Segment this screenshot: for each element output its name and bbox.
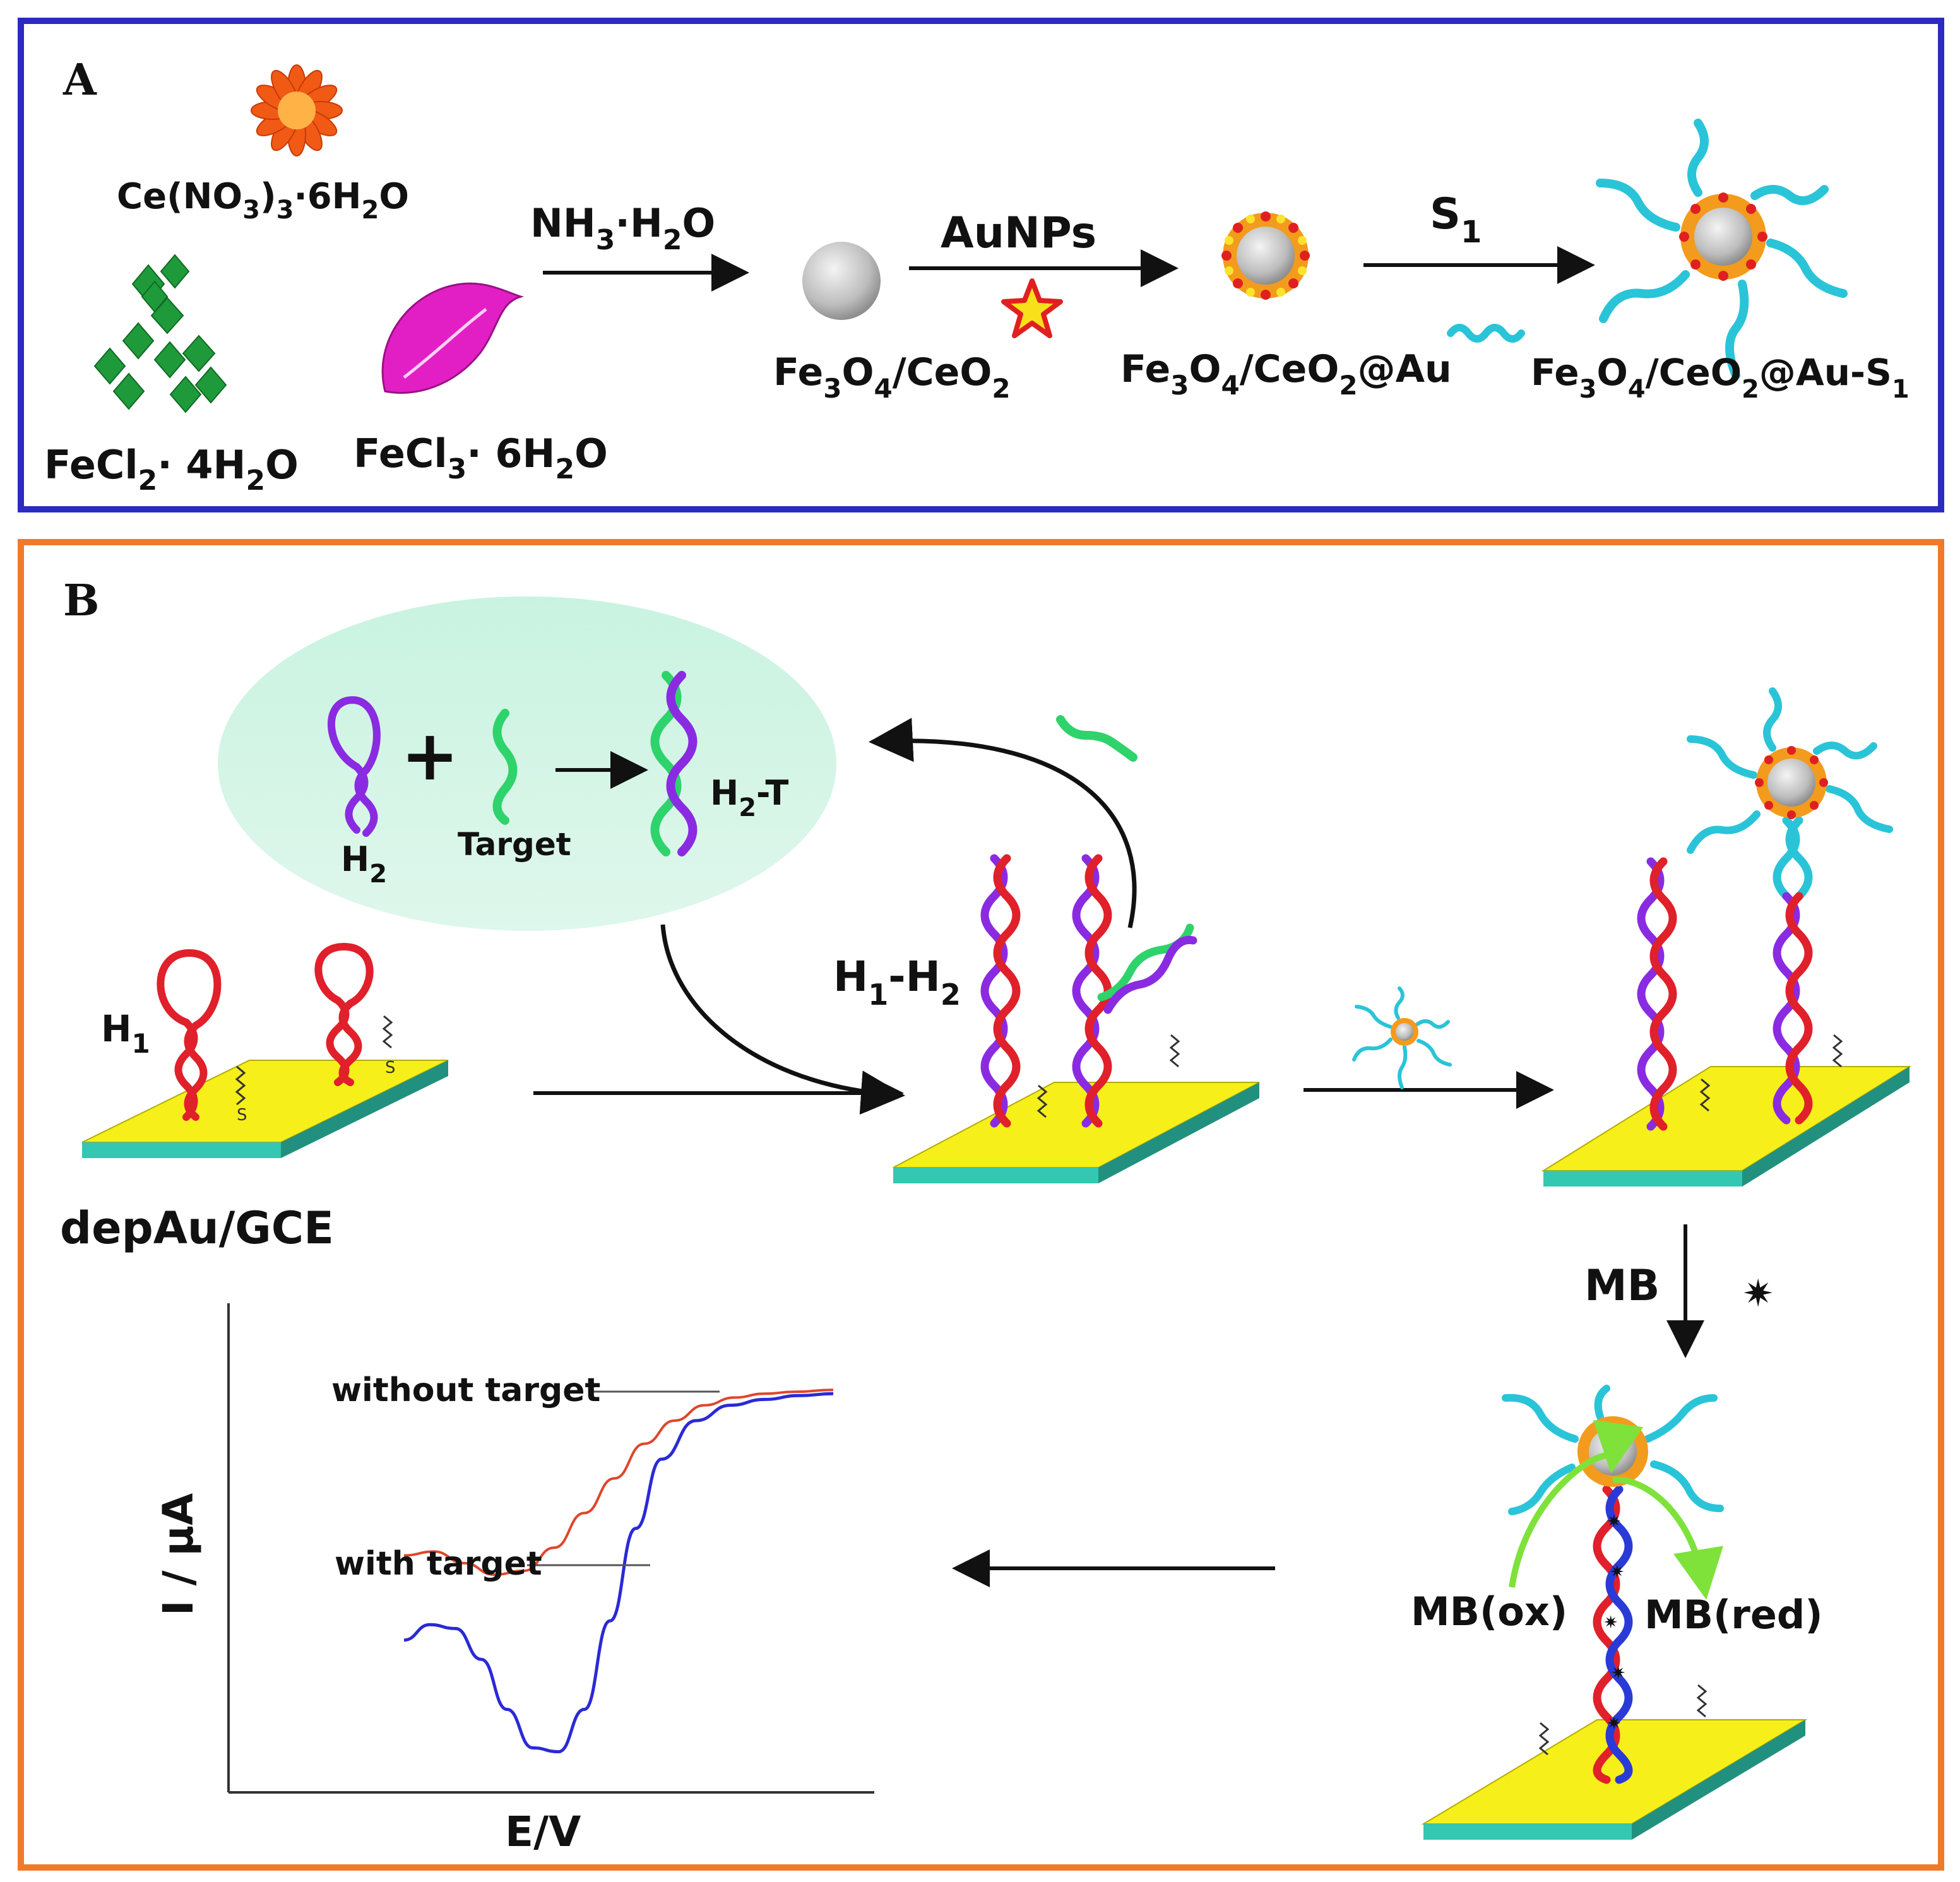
svg-text:✷: ✷ — [1607, 1511, 1621, 1532]
thiol-linker-icon — [1538, 1684, 1708, 1756]
fecl3-leaf-icon — [381, 282, 525, 394]
target-recycle-arrow — [869, 718, 1137, 928]
h2t-duplex-icon — [650, 671, 698, 856]
h1h2-label: H1-H2 — [833, 952, 961, 1012]
ammonia-label: NH3·H2O — [530, 200, 715, 256]
fecl2-crystal-icon — [93, 254, 227, 413]
thiol-s-label: S — [237, 1106, 247, 1125]
electrode-4-icon — [1421, 1719, 1808, 1840]
mb-molecule-icon: ✷ — [1742, 1272, 1774, 1316]
mb-label: MB — [1584, 1261, 1660, 1311]
svg-text:✷: ✷ — [1603, 1612, 1618, 1633]
mb-ox-label: MB(ox) — [1411, 1589, 1567, 1635]
h1-hairpin-2-icon — [314, 942, 374, 1086]
fe3o4-ceo2-au-label: Fe3O4/CeO2@Au — [1120, 347, 1452, 401]
mb-oxidation-arrow — [1509, 1420, 1643, 1588]
released-target-icon — [1056, 715, 1137, 762]
svg-text:✷: ✷ — [1610, 1561, 1624, 1582]
voltammogram-chart: E/V I / μA without target with target — [154, 1303, 874, 1856]
fe3o4-ceo2-au-s1-label: Fe3O4/CeO2@Au-S1 — [1531, 351, 1910, 404]
fecl2-label: FeCl2· 4H2O — [44, 442, 299, 497]
electrode-2-icon — [893, 1082, 1260, 1183]
legend-without-target: without target — [331, 1371, 600, 1409]
target-strand-icon — [492, 709, 518, 825]
aunp-star-icon — [1001, 278, 1063, 338]
thiol-linker-icon — [1699, 1034, 1843, 1112]
fe3o4-ceo2-sphere-icon — [802, 242, 881, 320]
mb-loaded-duplex-icon — [1593, 1485, 1633, 1784]
series-line-with-target — [403, 1392, 834, 1754]
ce-flower-icon — [251, 64, 343, 157]
fecl3-label: FeCl3· 6H2O — [353, 430, 608, 485]
panel-b-label: B — [63, 576, 99, 626]
panel-a-frame — [18, 18, 1944, 512]
panel-b-frame — [18, 539, 1944, 1871]
series-line-without-target — [403, 1388, 834, 1577]
svg-text:✷: ✷ — [1607, 1713, 1621, 1734]
h2t-label: H2-T — [710, 773, 789, 822]
bound-nanoprobe-icon — [1687, 687, 1893, 854]
plus-sign: + — [401, 715, 459, 796]
small-nanoprobe-icon — [1352, 986, 1452, 1089]
h2-hairpin-icon — [328, 696, 381, 837]
ce-precursor-label: Ce(NO3)3·6H2O — [117, 176, 409, 225]
y-axis-label: I / μA — [154, 1493, 203, 1616]
hybridization-ellipse — [218, 596, 836, 931]
electrode-label: depAu/GCE — [60, 1202, 334, 1254]
electrode-3-icon — [1541, 1066, 1912, 1187]
svg-text:✷: ✷ — [1611, 1662, 1625, 1683]
thiol-linker-icon — [235, 1015, 393, 1106]
fe3o4-ceo2-au-particle-icon — [1221, 211, 1310, 300]
fe3o4-ceo2-label: Fe3O4/CeO2 — [773, 350, 1011, 404]
x-axis-label: E/V — [505, 1808, 581, 1856]
h1h2-duplex-2-icon — [1072, 854, 1197, 1128]
target-label: Target — [458, 826, 571, 863]
probe-bound-duplex-icon — [1773, 816, 1813, 1125]
series-layer — [403, 1388, 834, 1754]
h2-label: H2 — [341, 839, 387, 889]
s1-strand-icon — [1447, 324, 1525, 343]
legend-with-target: with target — [335, 1545, 542, 1583]
mb-red-label: MB(red) — [1644, 1592, 1823, 1638]
panel-a-label: A — [62, 55, 97, 105]
h1-label: H1 — [101, 1007, 150, 1059]
aunps-label: AuNPs — [941, 208, 1096, 258]
thiol-linker-icon — [1036, 1034, 1180, 1118]
electrode-1-icon — [81, 1060, 449, 1158]
h1h2-duplex-1-icon — [980, 854, 1021, 1128]
mb-reduction-arrow — [1612, 1476, 1723, 1600]
h1-hairpin-1-icon — [157, 949, 222, 1121]
mb-dots: ✷ ✷ ✷ ✷ ✷ — [1603, 1511, 1625, 1734]
h1h2-duplex-3-icon — [1637, 857, 1677, 1131]
curved-arrow-to-h1h2 — [660, 924, 905, 1115]
fe3o4-ceo2-au-s1-particle-icon — [1596, 119, 1848, 380]
s1-label: S1 — [1430, 189, 1482, 250]
thiol-s-label: S — [385, 1058, 396, 1077]
